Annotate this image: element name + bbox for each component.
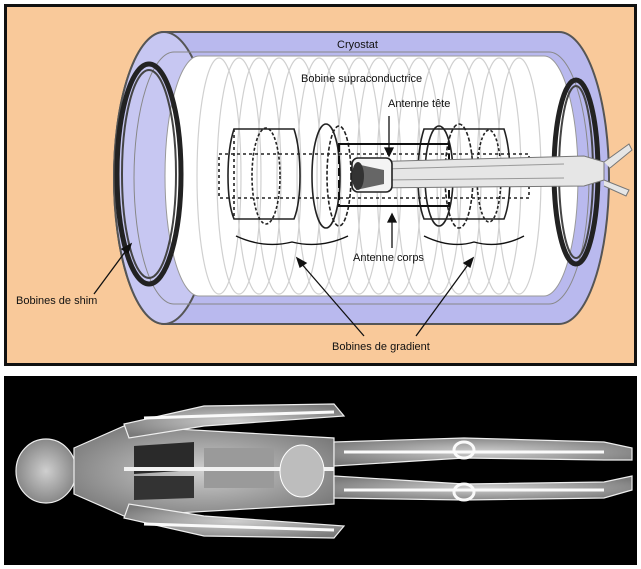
mri-scanner-diagram: Cryostat Bobine supraconductrice Antenne… (4, 4, 637, 366)
whole-body-mri-image (4, 376, 637, 565)
body-antenna-label: Antenne corps (353, 252, 424, 264)
head-antenna-label: Antenne tête (388, 98, 450, 110)
shim-coils-label: Bobines de shim (16, 295, 97, 307)
cryostat-label: Cryostat (337, 39, 378, 51)
gradient-coils-label: Bobines de gradient (332, 341, 430, 353)
head-antenna (352, 158, 392, 192)
superconducting-coil-label: Bobine supraconductrice (301, 73, 422, 85)
